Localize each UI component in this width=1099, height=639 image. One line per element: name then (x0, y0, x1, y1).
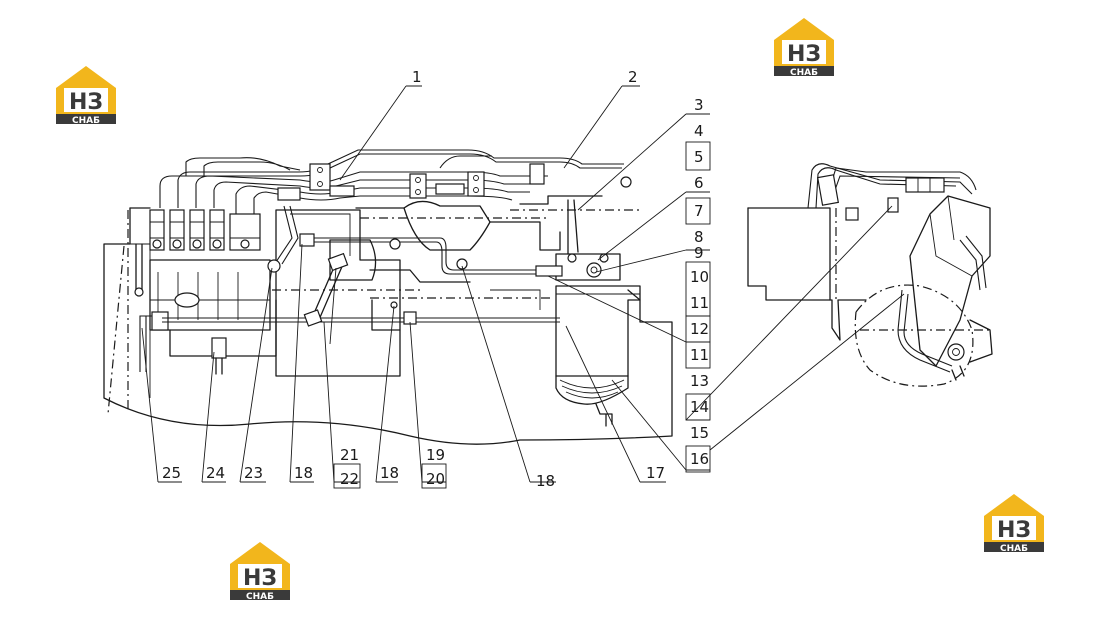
logo-bottom-right: НЗ СНАБ (984, 494, 1044, 554)
cylinder-head (355, 200, 561, 251)
callout-22: 22 (340, 470, 359, 488)
callout-9: 9 (694, 244, 704, 262)
logo-mark: НЗ (69, 90, 103, 115)
callout-2: 2 (628, 68, 638, 86)
logo-mark: НЗ (997, 518, 1031, 543)
line-clamp (467, 171, 485, 197)
callout-15: 15 (690, 424, 709, 442)
side-injection-pump (909, 195, 991, 367)
engine-block-outline (103, 207, 673, 445)
callout-leaders (141, 85, 905, 483)
callout-18c: 18 (294, 464, 313, 482)
callout-6: 6 (694, 174, 704, 192)
callout-10: 10 (690, 268, 709, 286)
callout-7: 7 (694, 202, 704, 220)
pump-cap (174, 292, 200, 308)
callout-19: 19 (426, 446, 445, 464)
logo-top-center: НЗ СНАБ (774, 18, 834, 78)
inclined-pipe (275, 205, 299, 265)
callout-1: 1 (412, 68, 422, 86)
callout-numbers: 1 2 3 4 5 6 7 8 9 10 11 12 11 13 14 15 1… (162, 68, 709, 490)
callout-5: 5 (694, 148, 704, 166)
callout-8: 8 (694, 228, 704, 246)
callout-11a: 11 (690, 294, 709, 312)
callout-20: 20 (426, 470, 445, 488)
logo-mark: НЗ (787, 42, 821, 67)
callout-boxes (333, 141, 711, 489)
callout-18a: 18 (536, 472, 555, 490)
callout-23: 23 (244, 464, 263, 482)
injection-pump (149, 259, 271, 331)
fuel-filter (555, 285, 641, 427)
line-clamp (409, 173, 427, 199)
side-block-outline (747, 207, 867, 341)
bracket-bolt (586, 262, 602, 278)
return-line (162, 317, 560, 323)
callout-11b: 11 (690, 346, 709, 364)
logo-mark: НЗ (243, 566, 277, 591)
side-return-pipe (897, 289, 953, 373)
engine-side-view (747, 163, 993, 387)
callout-25: 25 (162, 464, 181, 482)
logo-word: СНАБ (246, 592, 274, 602)
callout-18b: 18 (380, 464, 399, 482)
injection-lines (159, 149, 624, 214)
line-clamp (529, 163, 545, 185)
callout-4: 4 (694, 122, 704, 140)
callout-17: 17 (646, 464, 665, 482)
delivery-valves (149, 209, 261, 251)
engine-main-view (103, 149, 673, 445)
logo-top-left: НЗ СНАБ (56, 66, 116, 126)
logo-word: СНАБ (790, 68, 818, 78)
callout-12: 12 (690, 320, 709, 338)
logo-bottom-left: НЗ СНАБ (230, 542, 290, 602)
callout-16: 16 (690, 450, 709, 468)
callout-21: 21 (340, 446, 359, 464)
callout-14: 14 (690, 398, 709, 416)
callout-24: 24 (206, 464, 225, 482)
callout-3: 3 (694, 96, 704, 114)
callout-13: 13 (690, 372, 709, 390)
bottom-fitting (211, 337, 227, 359)
logo-word: СНАБ (72, 116, 100, 126)
line-clamp (309, 163, 331, 191)
logo-word: СНАБ (1000, 544, 1028, 554)
